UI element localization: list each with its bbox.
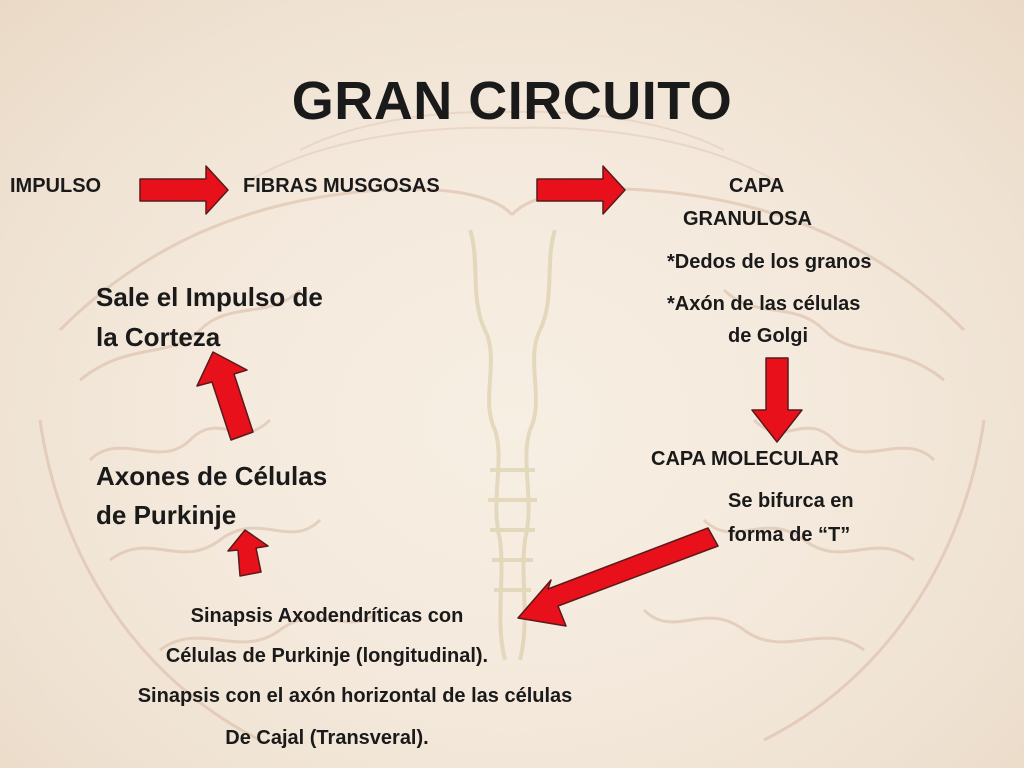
arrow-up-large [196, 351, 254, 441]
arrow-diagonal-down-left [517, 527, 719, 627]
bifurca-line1: Se bifurca en [728, 490, 854, 512]
sinapsis-line1: Sinapsis Axodendríticas con [190, 605, 464, 627]
capa-granulosa-line2: GRANULOSA [683, 208, 812, 230]
page-title: GRAN CIRCUITO [291, 71, 733, 131]
impulso-label: IMPULSO [10, 175, 102, 197]
sinapsis-line4: De Cajal (Transveral). [225, 727, 429, 749]
sale-impulso-line2: la Corteza [96, 322, 221, 352]
axones-purkinje-line1: Axones de Células [96, 461, 328, 491]
axon-golgi-text: *Axón de las células [667, 293, 861, 315]
sale-impulso-line1: Sale el Impulso de [96, 282, 323, 312]
arrow-up-small [227, 529, 269, 577]
sinapsis-line3: Sinapsis con el axón horizontal de las c… [137, 685, 573, 707]
capa-molecular-title: CAPA MOLECULAR [651, 448, 839, 470]
arrow-down [751, 357, 803, 443]
arrow-right-1 [139, 165, 229, 215]
dedos-granos-text: *Dedos de los granos [667, 251, 872, 273]
fibras-musgosas-label: FIBRAS MUSGOSAS [243, 175, 440, 197]
sinapsis-line2: Células de Purkinje (longitudinal). [165, 645, 489, 667]
axones-purkinje-line2: de Purkinje [96, 500, 237, 530]
arrow-right-2 [536, 165, 626, 215]
de-golgi-text: de Golgi [728, 325, 808, 347]
bifurca-line2: forma de “T” [728, 524, 851, 546]
capa-granulosa-line1: CAPA [729, 175, 785, 197]
